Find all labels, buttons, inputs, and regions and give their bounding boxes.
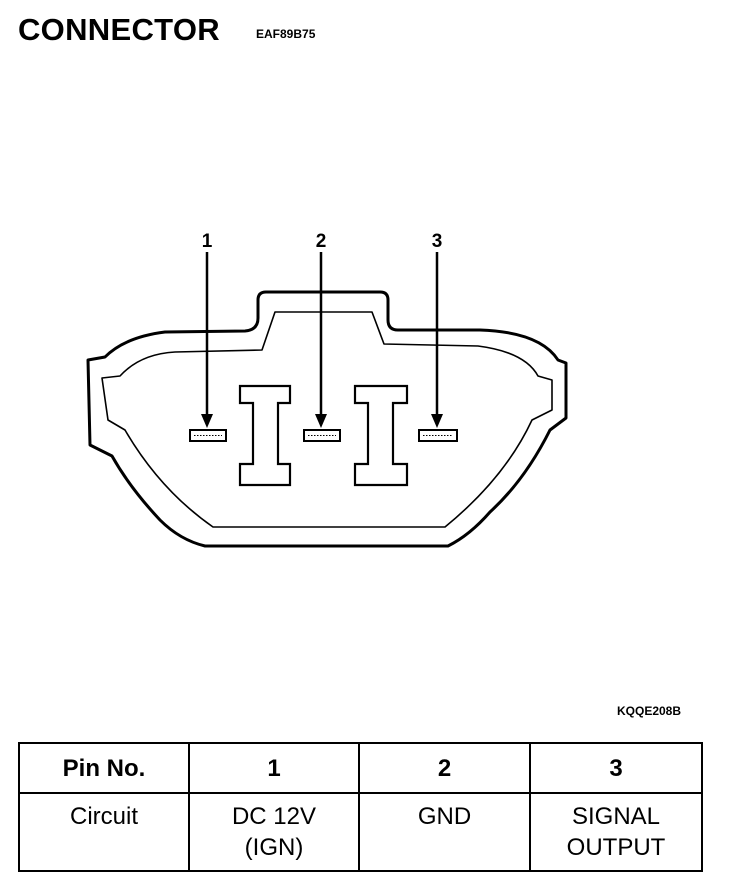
cell-pin-1-circuit: DC 12V (IGN) bbox=[188, 792, 360, 872]
table-row: Circuit DC 12V (IGN) GND SIGNAL OUTPUT bbox=[18, 792, 703, 872]
cell-line: DC 12V bbox=[231, 803, 317, 830]
pin-2-label: 2 bbox=[316, 231, 327, 252]
pin-3-arrow bbox=[431, 252, 443, 428]
terminal-1 bbox=[189, 429, 227, 442]
cell-line: GND bbox=[417, 803, 472, 830]
row-label-circuit: Circuit bbox=[18, 792, 190, 872]
pin-2-arrow bbox=[315, 252, 327, 428]
figure-reference: KQQE208B bbox=[617, 704, 682, 718]
pin-table: Pin No. 1 2 3 Circuit DC 12V (IGN) GND S… bbox=[18, 742, 703, 872]
key-slot-right bbox=[353, 384, 409, 487]
header-pin-2: 2 bbox=[358, 742, 531, 794]
pin-1-arrow bbox=[201, 252, 213, 428]
cell-pin-3-circuit: SIGNAL OUTPUT bbox=[529, 792, 703, 872]
connector-diagram: 1 2 3 bbox=[86, 231, 568, 548]
pin-3-label: 3 bbox=[432, 231, 443, 252]
table-header-row: Pin No. 1 2 3 bbox=[18, 742, 703, 794]
terminal-3 bbox=[418, 429, 458, 442]
header-pin-1: 1 bbox=[188, 742, 360, 794]
cell-pin-2-circuit: GND bbox=[358, 792, 531, 872]
terminal-2 bbox=[303, 429, 341, 442]
cell-line: OUTPUT bbox=[566, 834, 666, 861]
connector-code: EAF89B75 bbox=[256, 27, 316, 41]
connector-housing-inner bbox=[101, 311, 553, 528]
header-pin-no: Pin No. bbox=[18, 742, 190, 794]
connector-housing-outer bbox=[86, 290, 568, 548]
pin-1-label: 1 bbox=[202, 231, 213, 252]
header-pin-3: 3 bbox=[529, 742, 703, 794]
key-slot-left bbox=[238, 384, 292, 487]
cell-line: SIGNAL bbox=[571, 803, 661, 830]
page-title: CONNECTOR bbox=[18, 12, 220, 47]
cell-line: (IGN) bbox=[244, 834, 304, 861]
